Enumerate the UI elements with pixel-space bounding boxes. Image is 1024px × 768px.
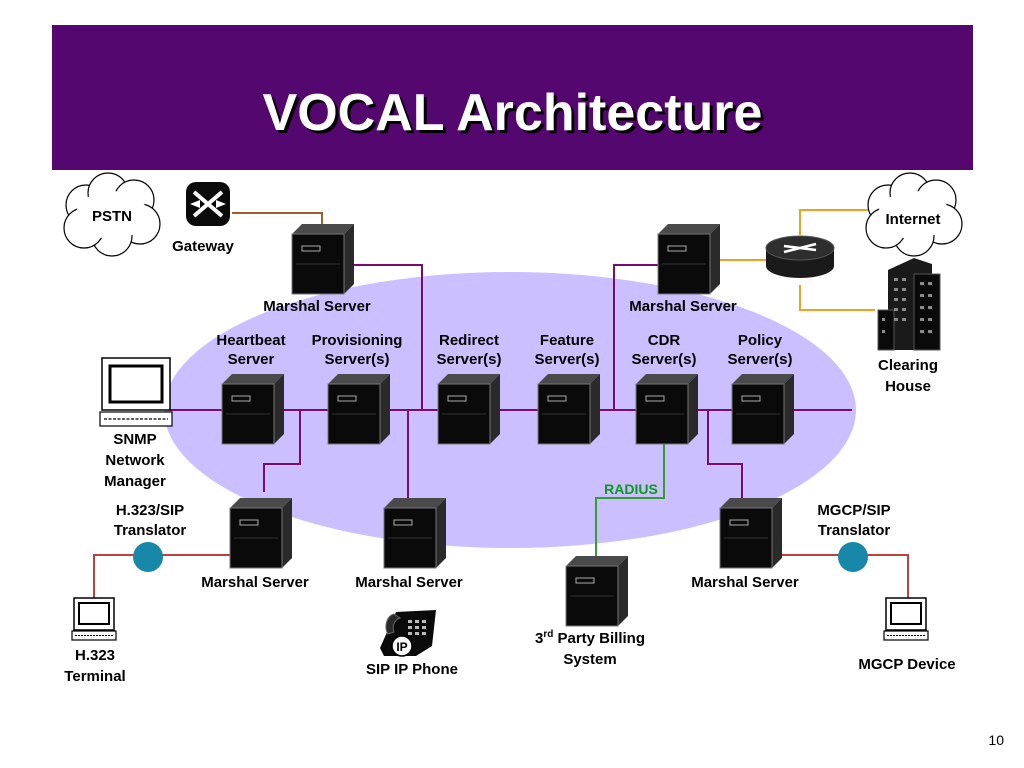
provisioning-label-2: Server(s) (324, 351, 390, 368)
billing-label-text: Party Billing (557, 630, 646, 647)
feature-label-2: Server(s) (534, 351, 600, 368)
billing-system-server-icon (565, 555, 629, 627)
marshal-server-label-internet: Marshal Server (629, 298, 737, 315)
internet-cloud-icon (865, 172, 963, 257)
h323-sip-translator-label-1: H.323/SIP (115, 502, 185, 519)
marshal-server-icon-h323 (229, 497, 293, 569)
sip-ip-phone-label: SIP IP Phone (366, 661, 458, 678)
snmp-workstation-icon (99, 357, 173, 427)
policy-label-1: Policy (737, 332, 783, 349)
provisioning-server-icon (327, 373, 391, 445)
feature-server-icon (537, 373, 601, 445)
title-banner: VOCAL Architecture (52, 25, 1009, 189)
redirect-server-icon (437, 373, 501, 445)
redirect-label-2: Server(s) (436, 351, 502, 368)
billing-label-1: 3rd Party Billing (520, 629, 660, 649)
internet-lines (716, 209, 875, 311)
mgcp-sip-translator-label-2: Translator (817, 522, 891, 539)
feature-label-1: Feature (539, 332, 595, 349)
pstn-label: PSTN (91, 208, 132, 225)
snmp-label-1: SNMP (113, 431, 157, 448)
mgcp-sip-translator-label-1: MGCP/SIP (817, 502, 891, 519)
provisioning-label-1: Provisioning (311, 332, 403, 349)
translator-lines (93, 554, 909, 600)
redirect-label-1: Redirect (438, 332, 500, 349)
clearing-house-label-1: Clearing (877, 357, 938, 374)
cdr-server-icon (635, 373, 699, 445)
radius-line (595, 444, 665, 556)
pstn-cloud-icon (63, 172, 161, 257)
mgcp-sip-translator-icon (838, 542, 868, 572)
h323-sip-translator-label-2: Translator (113, 522, 187, 539)
building-icon (877, 258, 941, 351)
h323-sip-translator-icon (133, 542, 163, 572)
snmp-label-2: Network (105, 452, 165, 469)
internet-label: Internet (885, 211, 941, 228)
gateway-icon (186, 182, 230, 226)
router-icon (765, 235, 835, 278)
page-title: VOCAL Architecture (262, 84, 763, 142)
title-rule (112, 184, 1009, 189)
marshal-server-label-sip: Marshal Server (355, 574, 463, 591)
marshal-server-icon-internet (657, 223, 721, 295)
mgcp-device-icon (883, 597, 929, 641)
marshal-server-icon-pstn (291, 223, 355, 295)
heartbeat-label-1: Heartbeat (216, 332, 286, 349)
ip-badge-text: IP (396, 640, 407, 654)
gateway-label: Gateway (172, 238, 234, 255)
snmp-label-3: Manager (104, 473, 166, 490)
billing-label-sup: rd (543, 629, 554, 640)
h323-terminal-label-2: Terminal (64, 668, 126, 685)
marshal-server-icon-mgcp (719, 497, 783, 569)
radius-label: RADIUS (604, 481, 658, 497)
heartbeat-server-icon (221, 373, 285, 445)
cdr-label-1: CDR (647, 332, 681, 349)
mgcp-device-label: MGCP Device (858, 656, 956, 673)
policy-server-icon (731, 373, 795, 445)
cdr-label-2: Server(s) (631, 351, 697, 368)
h323-terminal-icon (71, 597, 117, 641)
marshal-server-label-mgcp: Marshal Server (691, 574, 799, 591)
marshal-server-icon-sip (383, 497, 447, 569)
marshal-server-label-pstn: Marshal Server (263, 298, 371, 315)
h323-terminal-label-1: H.323 (74, 647, 116, 664)
ip-phone-icon: IP (380, 610, 436, 657)
marshal-server-label-h323: Marshal Server (201, 574, 309, 591)
billing-label-2: System (563, 651, 617, 668)
policy-label-2: Server(s) (727, 351, 793, 368)
billing-label-prefix: 3 (534, 630, 544, 647)
page-number: 10 (988, 732, 1004, 748)
clearing-house-label-2: House (885, 378, 931, 395)
heartbeat-label-2: Server (227, 351, 275, 368)
